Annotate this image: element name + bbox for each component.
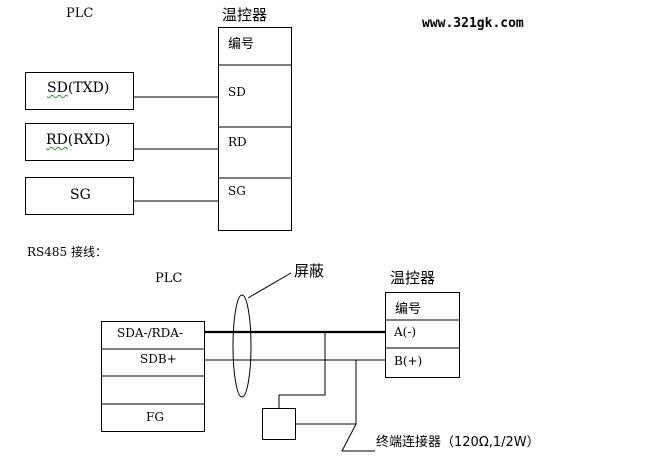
rs232-controller-pin-sd: SD xyxy=(228,85,246,99)
terminator-leader xyxy=(341,423,375,452)
rs485-controller-row-a: A(-) xyxy=(394,325,417,339)
rs232-plc-label-sg: SG xyxy=(70,187,91,203)
rs232-controller-pin-sg: SG xyxy=(228,184,246,198)
watermark: www.321gk.com xyxy=(422,16,524,31)
terminator-wire-a xyxy=(278,332,326,408)
rs232-plc-name-rd: RD xyxy=(46,132,68,148)
rs232-plc-box-rd xyxy=(25,123,134,161)
rs232-plc-box-sd xyxy=(25,72,134,110)
rs232-plc-box-sg xyxy=(25,177,134,215)
rs232-plc-label-rd: RD(RXD) xyxy=(46,132,110,148)
rs485-controller-table xyxy=(385,292,460,378)
rs232-plc-suffix-rd: (RXD) xyxy=(67,132,111,148)
terminator-resistor-box xyxy=(262,408,296,440)
rs485-plc-title: PLC xyxy=(155,271,183,286)
rs485-controller-row-b: B(+) xyxy=(394,354,423,368)
rs232-controller-header: 编号 xyxy=(228,37,255,52)
rs485-plc-row-fg: FG xyxy=(146,410,164,424)
rs232-plc-title: PLC xyxy=(66,6,94,21)
rs232-controller-title: 温控器 xyxy=(222,6,268,24)
rs232-controller-table xyxy=(218,27,292,231)
terminator-label: 终端连接器（120Ω,1/2W） xyxy=(376,435,540,450)
rs232-plc-suffix-sd: (TXD) xyxy=(67,80,110,96)
rs485-plc-row-sda: SDA-/RDA- xyxy=(117,326,183,340)
shield-leader xyxy=(247,272,292,299)
rs232-plc-label-sd: SD(TXD) xyxy=(47,80,109,96)
rs232-plc-name-sd: SD xyxy=(47,80,68,96)
shield-ellipse xyxy=(232,294,252,398)
rs232-controller-pin-rd: RD xyxy=(228,135,247,149)
terminator-wire-b xyxy=(296,360,357,425)
rs485-controller-header: 编号 xyxy=(395,302,422,317)
rs485-shield-label: 屏蔽 xyxy=(294,262,325,280)
rs485-section-label: RS485 接线： xyxy=(27,245,107,259)
rs485-plc-row-sdb: SDB+ xyxy=(140,352,177,366)
rs485-controller-title: 温控器 xyxy=(390,269,436,287)
